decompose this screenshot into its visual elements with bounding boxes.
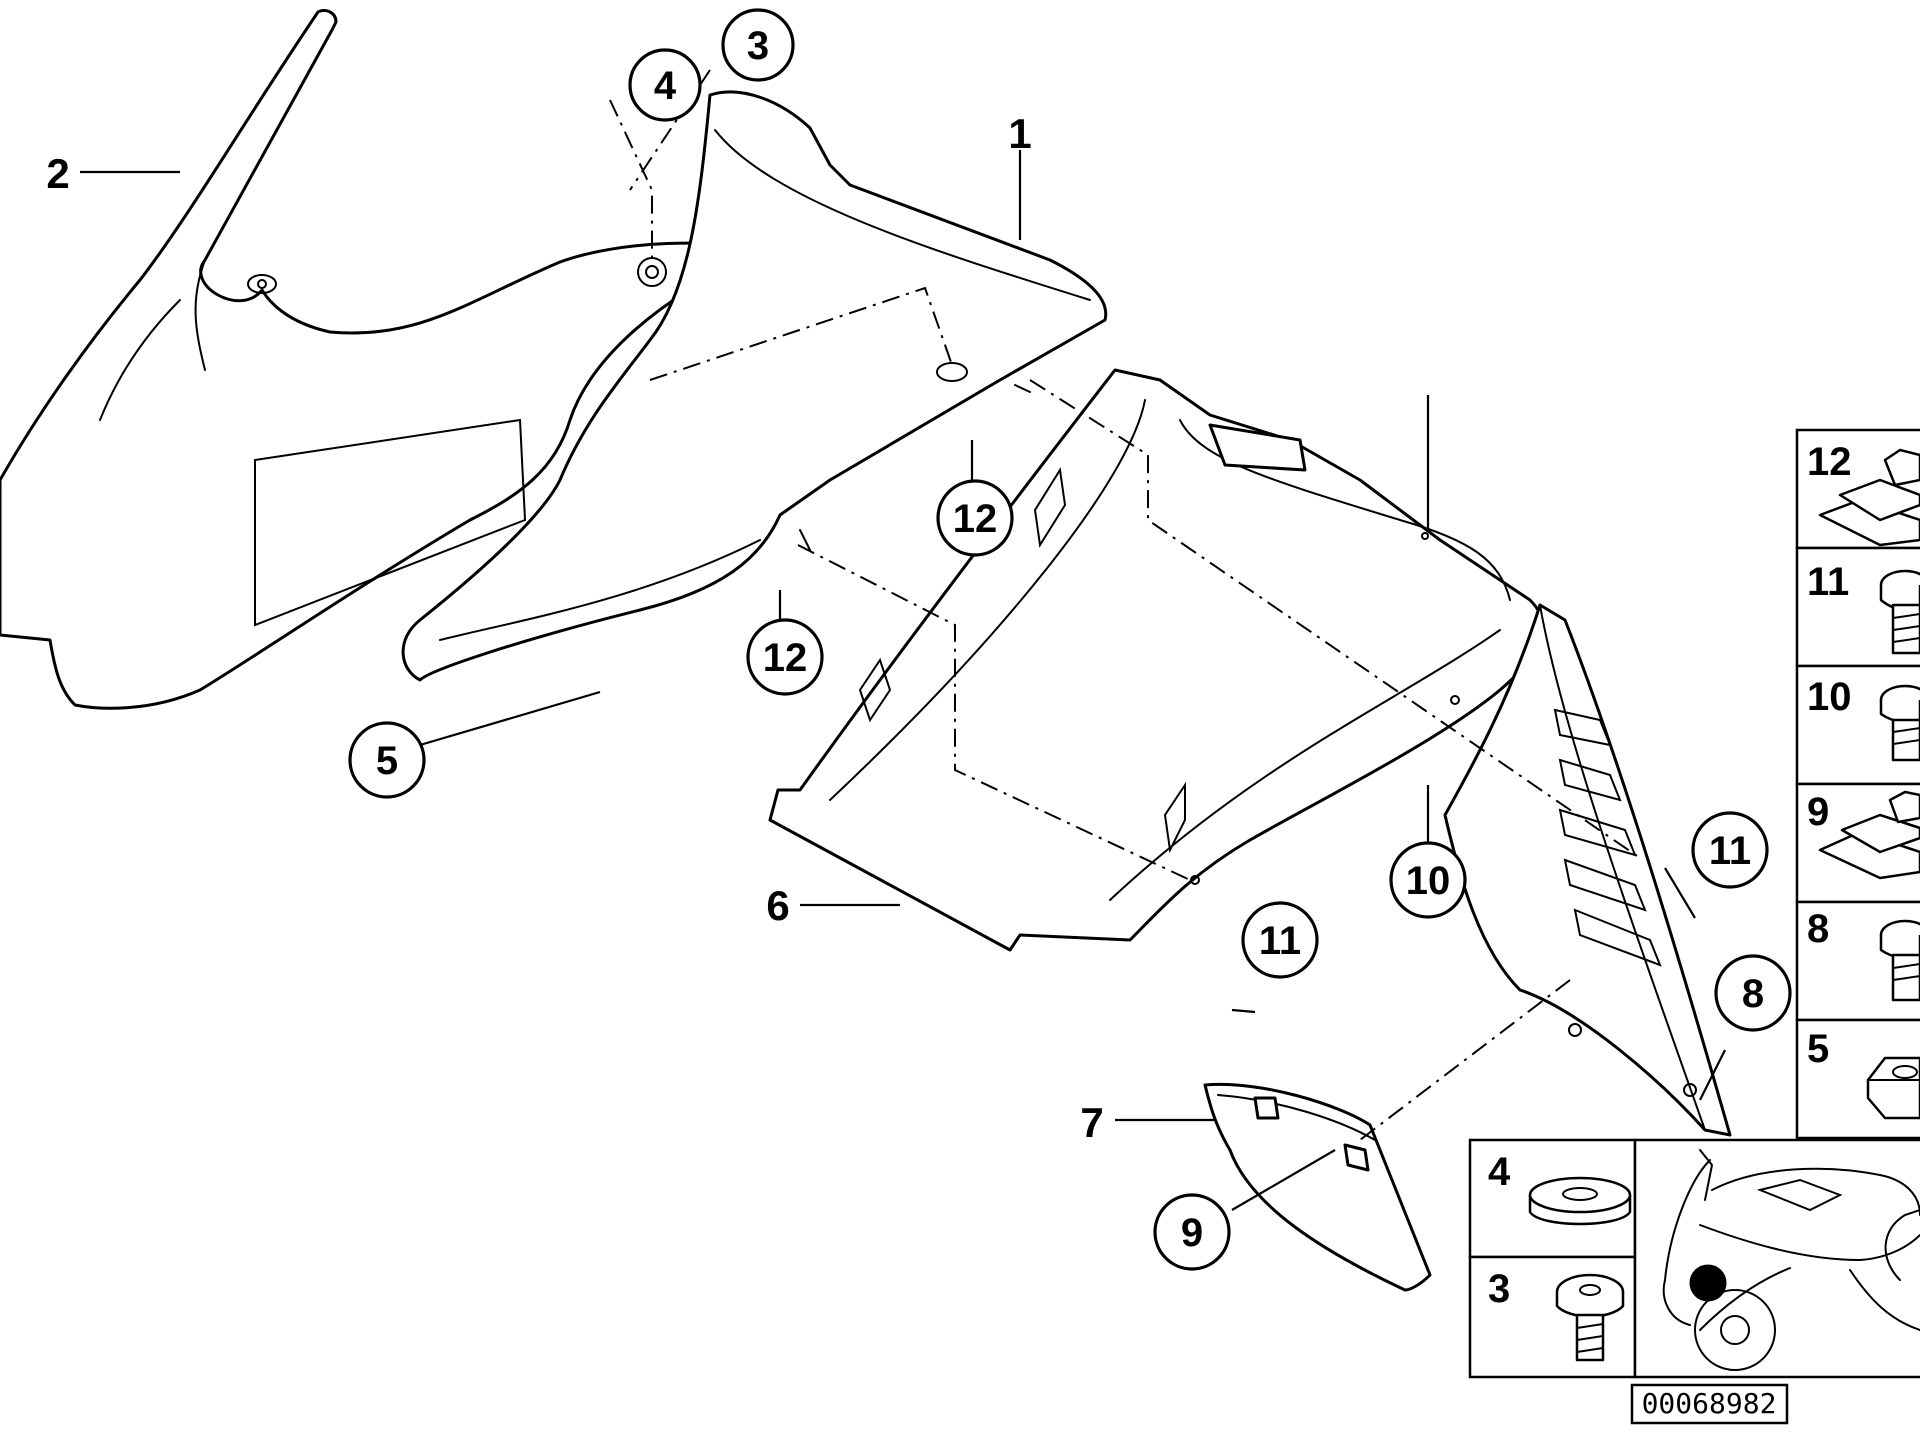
svg-text:9: 9 bbox=[1181, 1211, 1203, 1255]
callout-6: 6 bbox=[766, 882, 789, 929]
side-fairing-part bbox=[401, 90, 1108, 682]
panel-label-12: 12 bbox=[1807, 440, 1852, 484]
callout-8: 8 bbox=[1714, 954, 1792, 1032]
reference-number: 00068982 bbox=[1642, 1387, 1777, 1420]
panel-label-5: 5 bbox=[1807, 1027, 1829, 1071]
clip-nut-icon bbox=[1818, 448, 1920, 547]
svg-text:12: 12 bbox=[953, 497, 998, 541]
callout-5: 5 bbox=[348, 721, 426, 799]
assembly-dash-lines bbox=[609, 69, 1641, 1141]
panel-label-4: 4 bbox=[1488, 1150, 1511, 1194]
panel-label-8: 8 bbox=[1807, 907, 1829, 951]
lower-panel-part bbox=[1203, 1082, 1432, 1292]
svg-text:6: 6 bbox=[766, 882, 789, 929]
vented-panel-part bbox=[1443, 603, 1732, 1137]
panel-label-11: 11 bbox=[1807, 560, 1849, 604]
callout-7: 7 bbox=[1080, 1099, 1103, 1146]
callout-11-right: 11 bbox=[1691, 811, 1769, 889]
svg-text:3: 3 bbox=[747, 24, 769, 68]
reference-number-box: 00068982 bbox=[1630, 1383, 1789, 1425]
callout-10: 10 bbox=[1389, 841, 1467, 919]
bottom-panel: 4 3 bbox=[1468, 1138, 1920, 1379]
washer-icon bbox=[1528, 1176, 1632, 1226]
callout-11-lower: 11 bbox=[1241, 901, 1319, 979]
callout-12-upper: 12 bbox=[936, 479, 1014, 557]
locator-marker-icon bbox=[1689, 1264, 1727, 1302]
screw-icon bbox=[1555, 1273, 1625, 1362]
callout-2: 2 bbox=[46, 150, 69, 197]
svg-text:10: 10 bbox=[1406, 859, 1451, 903]
callout-1: 1 bbox=[1008, 110, 1031, 157]
svg-text:7: 7 bbox=[1080, 1099, 1103, 1146]
svg-text:4: 4 bbox=[654, 64, 677, 108]
screw-icon bbox=[1879, 919, 1920, 1002]
svg-text:1: 1 bbox=[1008, 110, 1031, 157]
callout-9: 9 bbox=[1153, 1193, 1231, 1271]
svg-text:5: 5 bbox=[376, 739, 398, 783]
svg-text:11: 11 bbox=[1709, 829, 1751, 873]
windshield-part bbox=[0, 8, 762, 710]
svg-text:2: 2 bbox=[46, 150, 69, 197]
panel-label-3: 3 bbox=[1488, 1267, 1510, 1311]
motorcycle-locator-icon bbox=[1662, 1149, 1920, 1371]
callout-12-lower: 12 bbox=[746, 618, 824, 696]
callout-4: 4 bbox=[628, 48, 702, 122]
hex-nut-icon bbox=[1866, 1056, 1920, 1120]
svg-text:12: 12 bbox=[763, 636, 808, 680]
screw-icon bbox=[1879, 569, 1920, 655]
svg-text:8: 8 bbox=[1742, 972, 1764, 1016]
panel-label-10: 10 bbox=[1807, 675, 1852, 719]
panel-label-9: 9 bbox=[1807, 790, 1829, 834]
hardware-side-panel: 12 11 10 9 8 5 bbox=[1795, 428, 1920, 1140]
screw-icon bbox=[1879, 684, 1920, 762]
svg-text:11: 11 bbox=[1259, 919, 1301, 963]
clip-nut-icon bbox=[1818, 790, 1920, 880]
inner-panel-part bbox=[768, 368, 1545, 952]
callout-3: 3 bbox=[721, 8, 795, 82]
